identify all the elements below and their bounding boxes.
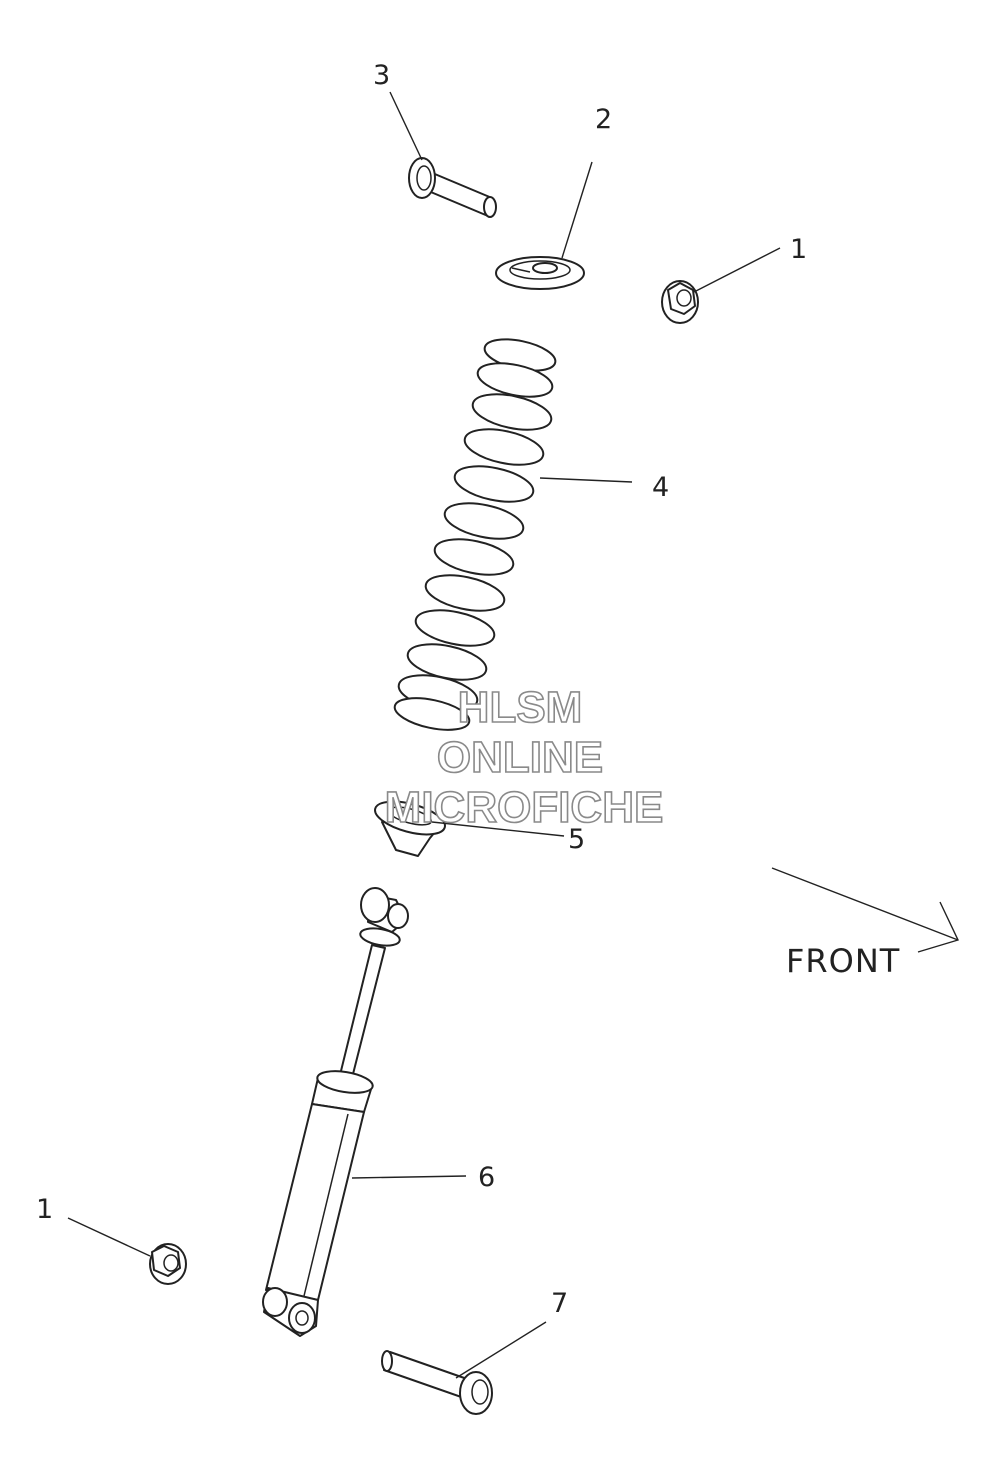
part-bolt-bottom — [381, 1350, 493, 1415]
watermark: HLSM ONLINE MICROFICHE — [384, 682, 664, 833]
leader-5 — [431, 821, 565, 837]
callout-4: 4 — [652, 472, 669, 503]
part-spring-seat — [374, 800, 446, 857]
leader-1-bottom — [67, 1217, 151, 1257]
leader-6 — [351, 1175, 467, 1179]
part-coil-spring — [393, 338, 557, 731]
part-retainer-plate — [495, 256, 585, 290]
callout-6: 6 — [478, 1162, 495, 1193]
part-bolt-top — [408, 157, 497, 218]
front-direction-arrow — [771, 867, 959, 953]
watermark-line-3: MICROFICHE — [385, 783, 664, 832]
callout-1-bottom: 1 — [36, 1194, 53, 1225]
callout-3: 3 — [373, 60, 390, 91]
front-label: FRONT — [786, 942, 900, 980]
watermark-line-2: ONLINE — [437, 733, 603, 782]
leader-1-top — [693, 247, 781, 293]
part-nut-top — [661, 280, 699, 324]
leader-3 — [389, 91, 423, 161]
callout-1-top: 1 — [790, 234, 807, 265]
leader-lines — [67, 91, 781, 1379]
callout-2: 2 — [595, 104, 612, 135]
part-shock-absorber — [262, 887, 409, 1337]
callout-7: 7 — [551, 1288, 568, 1319]
leader-4 — [539, 477, 633, 483]
leader-7 — [455, 1321, 547, 1379]
arrow-head — [917, 901, 959, 953]
callout-5: 5 — [568, 824, 585, 855]
part-nut-bottom — [149, 1243, 187, 1285]
watermark-line-1: HLSM — [458, 683, 583, 732]
arrow-shaft — [771, 867, 959, 941]
leader-2 — [561, 161, 593, 259]
